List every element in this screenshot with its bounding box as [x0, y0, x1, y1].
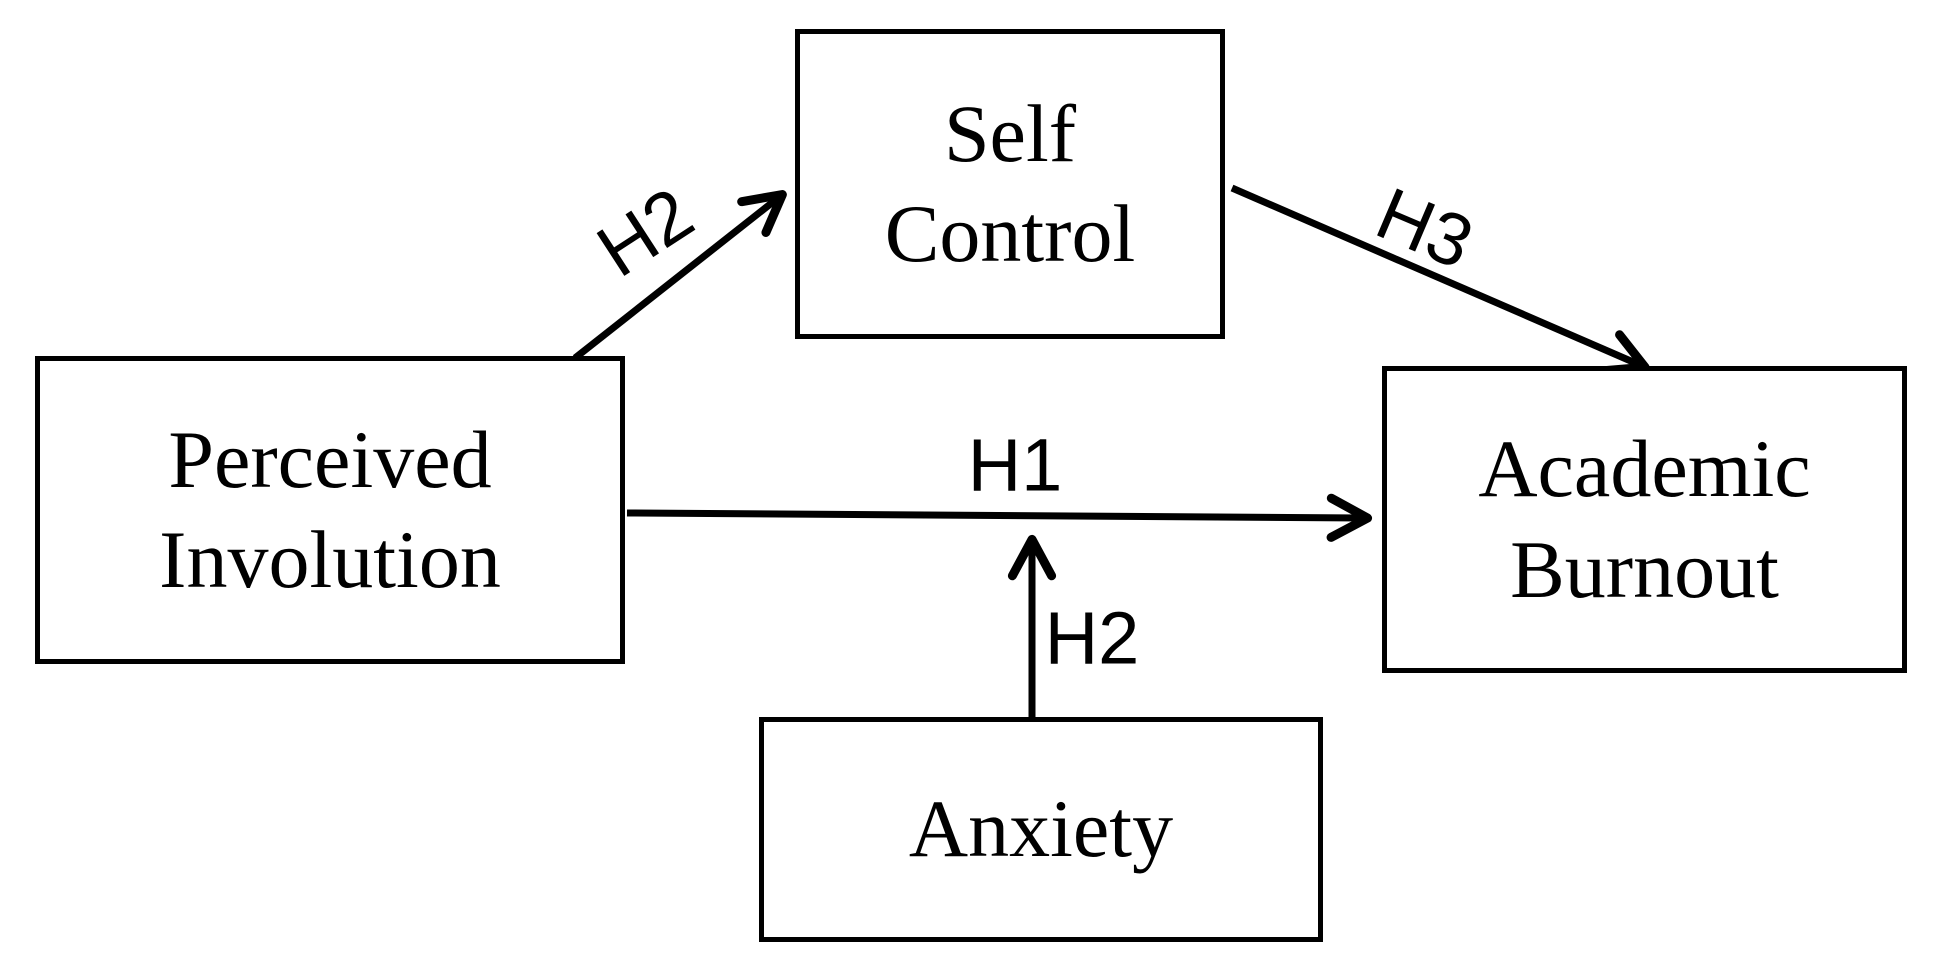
- node-academic-burnout: Academic Burnout: [1382, 366, 1907, 673]
- h1-arrow: [626, 493, 1373, 542]
- node-perceived-involution-label-line1: Perceived: [168, 413, 492, 505]
- edge-label-h2-lower: H2: [1044, 596, 1140, 680]
- node-perceived-involution: Perceived Involution: [35, 356, 625, 664]
- h3-arrow: [1230, 184, 1650, 376]
- node-anxiety: Anxiety: [759, 717, 1323, 942]
- node-perceived-involution-label-line2: Involution: [159, 514, 501, 605]
- h2-upper-arrow: [572, 190, 787, 361]
- node-self-control-label-line2: Control: [884, 188, 1136, 279]
- node-anxiety-label: Anxiety: [908, 783, 1174, 875]
- node-self-control-label-line1: Self: [943, 87, 1077, 179]
- node-academic-burnout-label-line2: Burnout: [1510, 523, 1779, 615]
- edge-label-h1: H1: [967, 423, 1063, 507]
- node-self-control: Self Control: [795, 29, 1225, 339]
- node-academic-burnout-label-line1: Academic: [1478, 423, 1811, 515]
